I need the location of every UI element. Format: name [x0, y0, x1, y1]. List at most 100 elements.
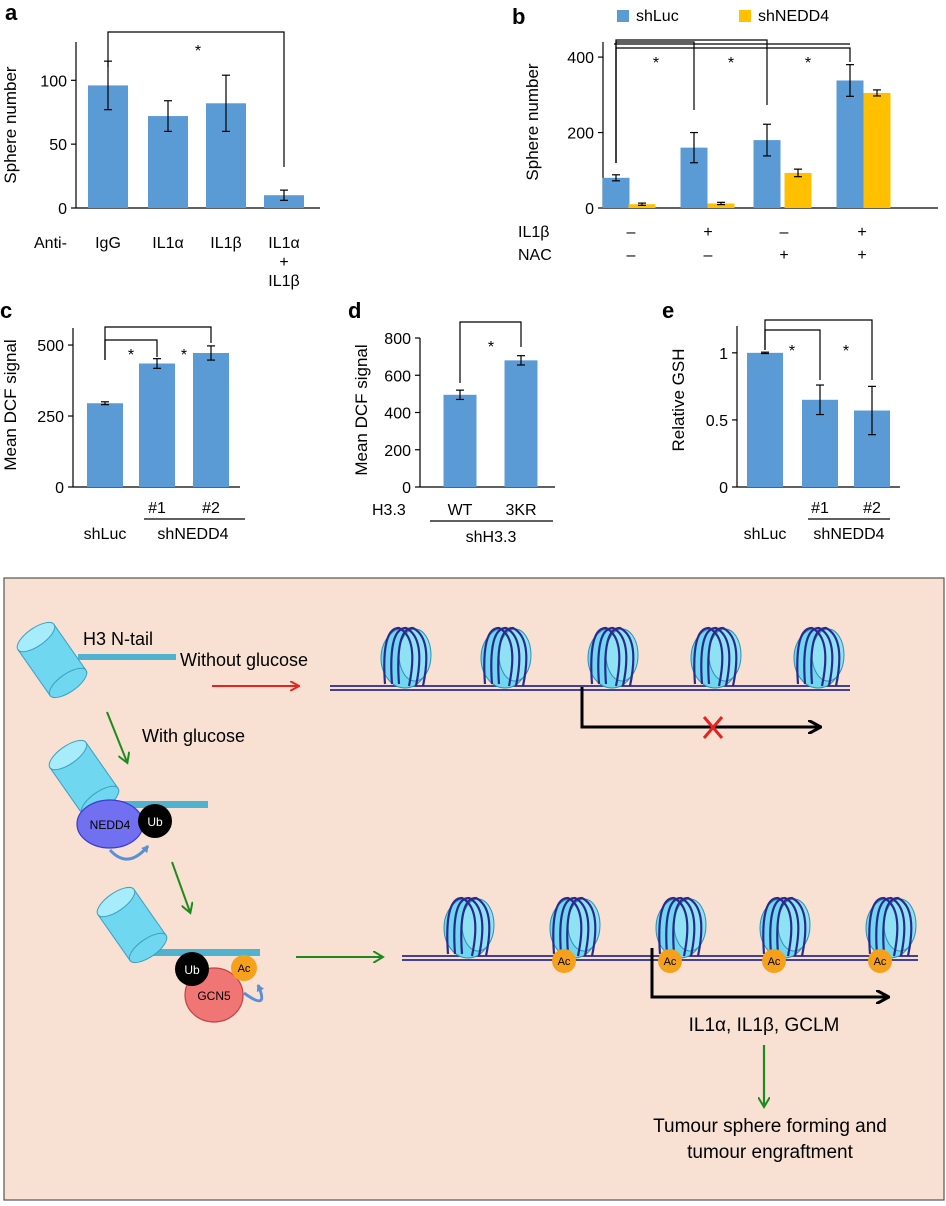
dna-wrap-b3-1 — [769, 896, 800, 957]
dna-wrap-b0-0 — [446, 896, 477, 957]
ytick-label-a-1: 50 — [49, 137, 67, 154]
schematic-background — [3, 577, 945, 1201]
ylabel-a: Sphere number — [1, 66, 20, 184]
bar-b-s1-0 — [628, 204, 656, 208]
xlabel-c-1: #1 — [148, 500, 166, 517]
row-label-h33: H3.3 — [372, 502, 406, 519]
condition-b-0-0: – — [627, 224, 636, 241]
ub-circle-2 — [175, 952, 209, 986]
significance-star-c-1: * — [128, 347, 134, 364]
group-label-d: shH3.3 — [466, 529, 517, 546]
ac-circle-b4 — [868, 949, 892, 973]
xlabel-c-2: #2 — [202, 500, 220, 517]
dna-wrap-t4-1 — [803, 626, 834, 687]
cylinder-bottom-0 — [48, 667, 88, 699]
active-transcription-arrow — [650, 948, 888, 997]
histone-cylinder-1 — [16, 621, 88, 699]
xlabel-a-0-0: IgG — [95, 235, 121, 252]
nucleosome-b3: Ac — [759, 896, 811, 973]
group-label-e: shNEDD4 — [813, 526, 884, 543]
xlabel-a-1-0: IL1α — [152, 235, 184, 252]
ytick-label-e-0: 0 — [719, 480, 728, 497]
nedd4-label: NEDD4 — [90, 818, 131, 832]
significance-star-e-1: * — [789, 343, 795, 360]
bar-b-s1-2 — [784, 172, 812, 208]
ytick-label-d-4: 800 — [384, 331, 411, 348]
chromatin-inactive — [330, 626, 850, 691]
condition-b-1-1: – — [704, 247, 713, 264]
dna-wrap-t4-2 — [810, 626, 841, 687]
significance-star-e-2: * — [843, 343, 849, 360]
dna-wrap-t3-2 — [707, 626, 738, 687]
dna-wrap-b2-0 — [658, 896, 689, 957]
ac-circle-0 — [231, 955, 257, 981]
with-glucose-label: With glucose — [142, 726, 245, 746]
bar-b-s1-1 — [707, 203, 735, 208]
ac-label-b1: Ac — [558, 956, 571, 968]
nucleosome-t2 — [587, 626, 639, 689]
group-label-c: shNEDD4 — [157, 526, 228, 543]
ytick-label-c-1: 250 — [37, 409, 64, 426]
nucleosome-b1: Ac — [549, 896, 601, 973]
nucleosome-t3 — [690, 626, 742, 689]
nucleosome-t0 — [380, 626, 432, 689]
dna-wrap-b1-1 — [559, 896, 590, 957]
significance-star-d: * — [488, 339, 494, 356]
xlabel-a-3-0: IL1α — [268, 235, 300, 252]
panel-label-b: b — [512, 4, 525, 29]
panel-label-a: a — [5, 0, 18, 25]
gcn5-label: GCN5 — [197, 989, 231, 1003]
condition-b-1-2: + — [779, 247, 788, 264]
blocked-x-mark — [702, 716, 724, 739]
dna-wrap-t1-2 — [497, 626, 528, 687]
bar-e-0 — [747, 352, 783, 487]
xlabel-c-0: shLuc — [84, 526, 127, 543]
target-genes-label: IL1α, IL1β, GCLM — [689, 1015, 840, 1036]
xlabel-e-1: #1 — [811, 500, 829, 517]
panel-label-c: c — [0, 298, 12, 323]
significance-brackets-b — [614, 39, 851, 163]
green-arrow-1 — [106, 711, 127, 762]
dna-wrap-b1-0 — [552, 896, 583, 957]
condition-b-1-3: + — [857, 247, 866, 264]
ytick-label-d-2: 400 — [384, 406, 411, 423]
without-glucose-label: Without glucose — [180, 650, 308, 670]
cylinder-top-1 — [48, 739, 88, 771]
xlabel-a-2-0: IL1β — [210, 235, 241, 252]
ac-label-b2: Ac — [664, 956, 677, 968]
row-label-anti: Anti- — [34, 235, 67, 252]
dna-wrap-t2-2 — [604, 626, 635, 687]
ytick-label-d-1: 200 — [384, 443, 411, 460]
nucleosome-b4: Ac — [865, 896, 917, 973]
dna-wrap-b1-2 — [566, 896, 597, 957]
dna-wrap-t3-1 — [700, 626, 731, 687]
dna-wrap-t1-1 — [490, 626, 521, 687]
dna-wrap-t0-0 — [383, 626, 414, 687]
ytick-label-b-2: 400 — [567, 50, 594, 67]
legend-swatch-shluc — [617, 10, 629, 22]
significance-star-b-1: * — [653, 55, 659, 72]
nucleosome-b0 — [443, 896, 495, 959]
significance-star-a: * — [195, 43, 201, 60]
ytick-label-b-0: 0 — [585, 201, 594, 218]
dna-wrap-t3-0 — [693, 626, 724, 687]
ub-circle-1 — [138, 804, 172, 838]
xlabel-d-0: WT — [448, 502, 473, 519]
bar-d-0 — [443, 394, 477, 487]
dna-wrap-t4-0 — [796, 626, 827, 687]
cylinder-bottom-2 — [128, 932, 168, 964]
h3-tail-line-3 — [144, 949, 260, 956]
cylinder-top-0 — [16, 621, 56, 653]
dna-wrap-b4-1 — [875, 896, 906, 957]
bar-c-2 — [193, 352, 229, 487]
bar-b-s1-3 — [863, 92, 891, 208]
ytick-label-c-0: 0 — [55, 480, 64, 497]
xlabel-a-3-1: + — [279, 254, 288, 271]
ac-label-b3: Ac — [768, 956, 781, 968]
dna-wrap-b0-1 — [453, 896, 484, 957]
xlabel-e-0: shLuc — [744, 526, 787, 543]
